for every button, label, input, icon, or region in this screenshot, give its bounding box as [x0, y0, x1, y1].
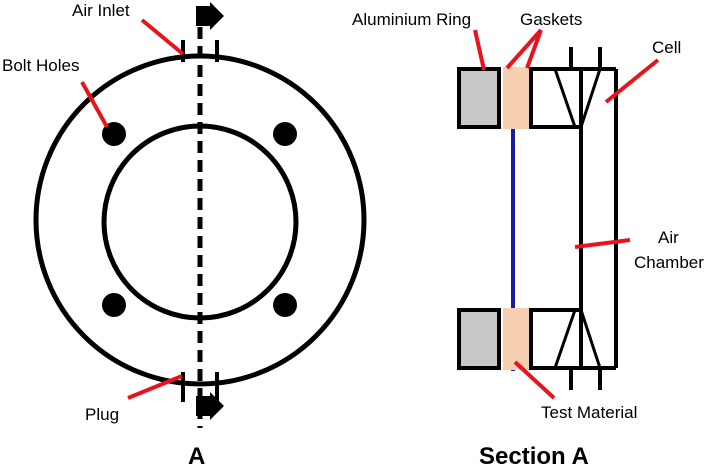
leader-bolt-holes — [80, 81, 109, 128]
cell-taper-top — [553, 68, 577, 128]
section-view — [457, 47, 618, 390]
leader-aluminium-ring — [473, 29, 486, 71]
label-cell: Cell — [652, 38, 681, 57]
leader-plug — [127, 374, 183, 400]
bolt-hole-top-left — [102, 122, 126, 146]
gasket-bottom — [503, 308, 531, 370]
leader-test-material — [513, 360, 556, 400]
arrow-right-icon — [196, 392, 224, 420]
bolt-hole-bottom-right — [273, 293, 297, 317]
label-gaskets: Gaskets — [520, 10, 582, 29]
leader-cell — [604, 58, 660, 104]
label-air-chamber-line2: Chamber — [634, 253, 704, 272]
label-aluminium-ring: Aluminium Ring — [352, 10, 471, 29]
aluminium-ring-bottom — [457, 308, 501, 370]
label-air-inlet: Air Inlet — [72, 1, 130, 20]
front-view — [33, 2, 367, 428]
leader-air-inlet — [140, 18, 185, 56]
cell-taper-bottom — [553, 309, 577, 369]
bolt-hole-top-right — [273, 122, 297, 146]
caption-section-view: Section A — [479, 443, 589, 468]
leader-gaskets — [505, 28, 543, 70]
label-test-material: Test Material — [541, 403, 637, 422]
label-bolt-holes: Bolt Holes — [2, 56, 79, 75]
leader-air-chamber — [574, 238, 631, 249]
gasket-top — [503, 67, 531, 129]
label-plug: Plug — [85, 405, 119, 424]
caption-front-view: A — [188, 443, 205, 468]
leader-gaskets — [525, 29, 543, 69]
arrow-right-icon — [196, 2, 224, 30]
label-air-chamber-line1: Air — [658, 228, 679, 247]
cell-taper-bottom — [579, 309, 602, 369]
cell-taper-top — [579, 68, 602, 128]
bolt-hole-bottom-left — [102, 293, 126, 317]
aluminium-ring-top — [457, 67, 501, 129]
